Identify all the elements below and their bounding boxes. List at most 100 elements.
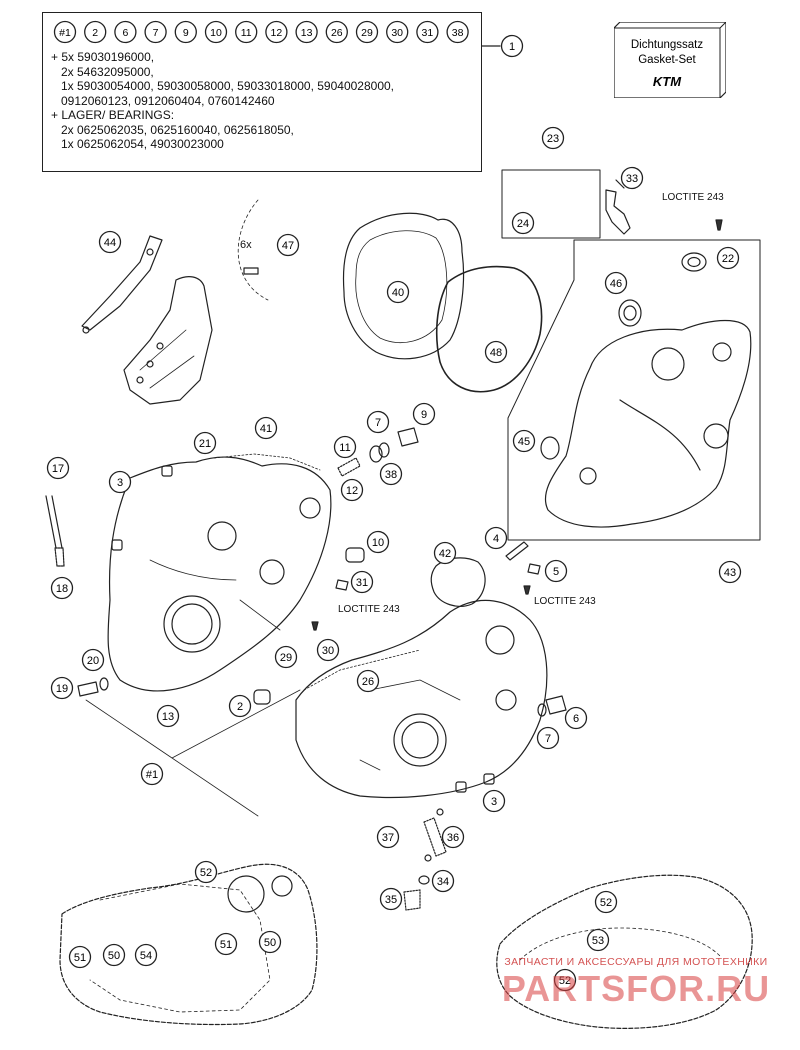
frame-hole [146,360,154,368]
washer-20 [99,677,109,691]
callout-number: 53 [592,935,604,947]
part-callout: 42 [433,541,457,565]
seal-45 [540,436,560,460]
legend-ref-circle: 13 [295,20,318,44]
bolt-arc [237,199,269,301]
part-callout: 2 [228,694,252,718]
callout-number: 4 [493,533,499,545]
callout-number: 40 [392,287,404,299]
legend-ref-number: #1 [59,27,71,39]
bushing-2 [253,689,271,705]
legend-ref-number: 7 [153,27,159,39]
callout-number: 30 [322,645,334,657]
legend-ref-number: 9 [183,27,189,39]
callout-number: 17 [52,463,64,475]
pin-4 [505,541,529,561]
legend-ref-number: 29 [361,27,373,39]
callout-number: 2 [237,701,243,713]
callout-number: 37 [382,832,394,844]
part-callout: 3 [482,789,506,813]
washer-34 [418,875,430,885]
screw-5 [527,563,541,575]
left-case-boss [207,521,237,551]
part-callout: 22 [716,246,740,270]
cover-boss-4 [703,423,729,449]
part-callout: 51 [214,932,238,956]
callout-number: 50 [264,937,276,949]
left-crankcase [107,456,332,692]
callout-number: 20 [87,655,99,667]
ktm-logo: KTM [653,74,682,89]
loctite-drop-30 [311,621,319,631]
callout-number: 54 [140,950,152,962]
callout-number: 52 [559,975,571,987]
legend-ref-number: 6 [122,27,128,39]
callout-number: 10 [372,537,384,549]
part-callout: 38 [379,462,403,486]
right-crankcase [295,599,548,799]
clutch-cover-box [507,239,761,541]
callout-number: 41 [260,423,272,435]
loctite-note: LOCTITE 243 [662,192,724,203]
right-case-bore [393,713,447,767]
callout-number: 44 [104,237,116,249]
callout-number: 43 [724,567,736,579]
gasket-left-outer [59,863,318,1026]
callout-number: 46 [610,278,622,290]
gasket-42 [430,557,486,607]
part-callout: 19 [50,676,74,700]
part-callout: 37 [376,825,400,849]
part-callout: 36 [441,825,465,849]
washer-7b [537,703,547,717]
watermark-tagline: ЗАПЧАСТИ И АКСЕССУАРЫ ДЛЯ МОТОТЕХНИКИ [504,956,768,968]
callout-number: 52 [200,867,212,879]
part-callout: 33 [620,166,644,190]
screw-31 [335,579,349,591]
gasket-left-inner [89,883,271,1013]
callout-number: 51 [220,939,232,951]
seal-22-inner [687,256,701,268]
frame-bracket-web [139,329,195,389]
callout-number: 7 [545,733,551,745]
callout-number: 18 [56,583,68,595]
plug-9 [397,427,419,447]
right-case-boss [485,625,515,655]
part-callout: 13 [156,704,180,728]
stud-thread [54,547,65,567]
legend-ref-number: 26 [331,27,343,39]
gasket-right-outer [496,874,753,1029]
stud-17 [51,495,63,549]
part-callout: 23 [541,126,565,150]
part-callout: 3 [108,470,132,494]
part-callout: 17 [46,456,70,480]
callout-number: 36 [447,832,459,844]
gasket-41 [213,453,321,471]
washer-38 [378,442,390,458]
legend-ref-number: 38 [452,27,464,39]
callout-number: 26 [362,676,374,688]
part-callout: 11 [333,435,357,459]
gasket-set-title: Dichtungssatz [631,39,703,51]
assembly-lines [85,689,301,817]
callout-number: 24 [517,218,529,230]
legend-ref-circle: 2 [84,20,107,44]
bushing-10 [345,547,365,563]
part-callout: 50 [102,943,126,967]
part-callout: 40 [386,280,410,304]
bracket-hole [82,326,90,334]
legend-ref-circle: 26 [325,20,348,44]
part-callout: 26 [356,669,380,693]
callout-number: 1 [509,41,515,53]
clutch-cover [544,319,752,528]
legend-ref-number: 31 [422,27,434,39]
callout-number: 33 [626,173,638,185]
spring-36 [423,817,447,857]
callout-number: 31 [356,577,368,589]
screw-19 [77,681,99,697]
right-case-gasket [303,649,421,691]
gasket-left-ring-2 [271,875,293,897]
callout-number: 23 [547,133,559,145]
watermark-logo: PARTSFOR.RU [501,968,771,1009]
